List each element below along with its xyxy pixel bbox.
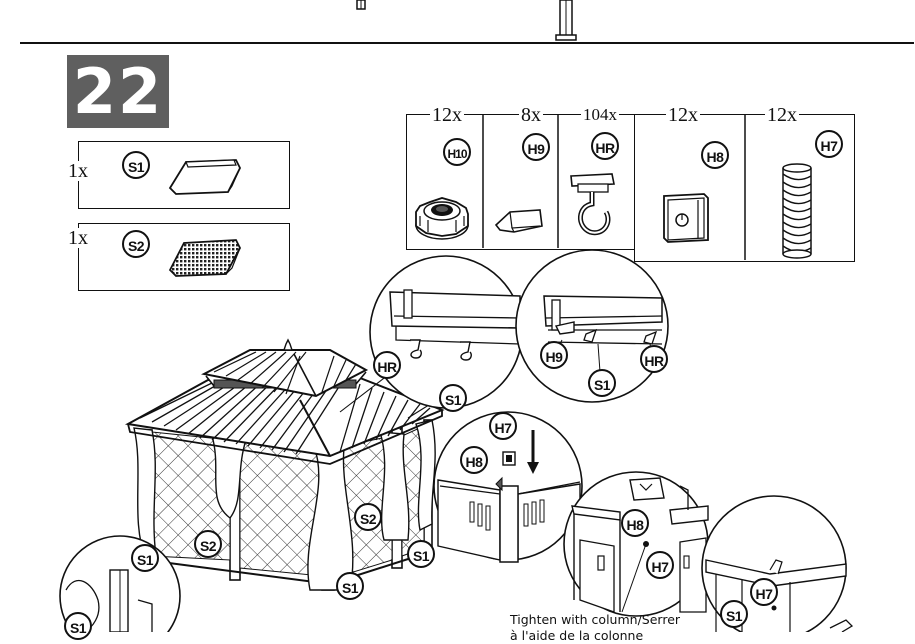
detail-b-s1-label: S1 <box>588 369 616 397</box>
h7-spring-icon <box>782 163 812 259</box>
detail-e-h7-label: H7 <box>750 578 778 606</box>
gazebo-s2-side-label: S2 <box>354 503 382 531</box>
detail-e-corner <box>701 495 854 632</box>
h7-quantity: 12x <box>765 104 799 126</box>
part-s1-quantity: 1x <box>66 160 90 182</box>
h7-label: H7 <box>815 130 843 158</box>
h8-quantity: 12x <box>666 104 700 126</box>
previous-step-fragment <box>356 0 577 41</box>
gazebo-s2-front-label: S2 <box>194 530 222 558</box>
hr-quantity: 104x <box>581 105 619 125</box>
gazebo-s1-mid-label: S1 <box>336 572 364 600</box>
detail-a-hr-label: HR <box>373 351 401 379</box>
part-s2-label: S2 <box>122 230 150 258</box>
detail-d-h8-label: H8 <box>621 509 649 537</box>
detail-d-column-bracket <box>563 471 709 617</box>
h10-knob-icon <box>415 197 469 240</box>
detail-c-h8-label: H8 <box>460 446 488 474</box>
tighten-instruction-line1: Tighten with column/Serrer <box>510 612 681 627</box>
gazebo-s1-top-label: S1 <box>439 384 467 412</box>
detail-b-hr-label: HR <box>640 345 668 373</box>
tighten-instruction: Tighten with column/Serrer à l'aide de l… <box>510 612 770 644</box>
h8-bracket-icon <box>663 193 709 243</box>
part-s1-label: S1 <box>122 151 150 179</box>
s2-mesh-icon <box>168 239 242 277</box>
h9-label: H9 <box>522 133 550 161</box>
h9-clip-icon <box>494 209 543 233</box>
s1-panel-icon <box>168 159 242 195</box>
detail-b-h9-label: H9 <box>540 341 568 369</box>
hr-label: HR <box>591 132 619 160</box>
part-s2-quantity: 1x <box>66 227 90 249</box>
h10-label: H10 <box>443 138 471 166</box>
detail-c-spring-bracket <box>433 411 583 563</box>
detail-e-s1-label: S1 <box>720 600 748 628</box>
h10-quantity: 12x <box>430 104 464 126</box>
detail-d-h7-label: H7 <box>646 551 674 579</box>
h9-quantity: 8x <box>519 104 543 126</box>
hr-hook-icon <box>570 173 615 236</box>
step-number-badge: 22 <box>67 55 169 128</box>
tighten-instruction-line2: à l'aide de la colonne <box>510 628 644 643</box>
h8-label: H8 <box>701 141 729 169</box>
gazebo-s1-right-label: S1 <box>407 540 435 568</box>
detail-c-h7-label: H7 <box>489 412 517 440</box>
section-divider <box>20 42 914 44</box>
detail-f-s1-label: S1 <box>64 612 92 640</box>
gazebo-s1-left-label: S1 <box>131 544 159 572</box>
